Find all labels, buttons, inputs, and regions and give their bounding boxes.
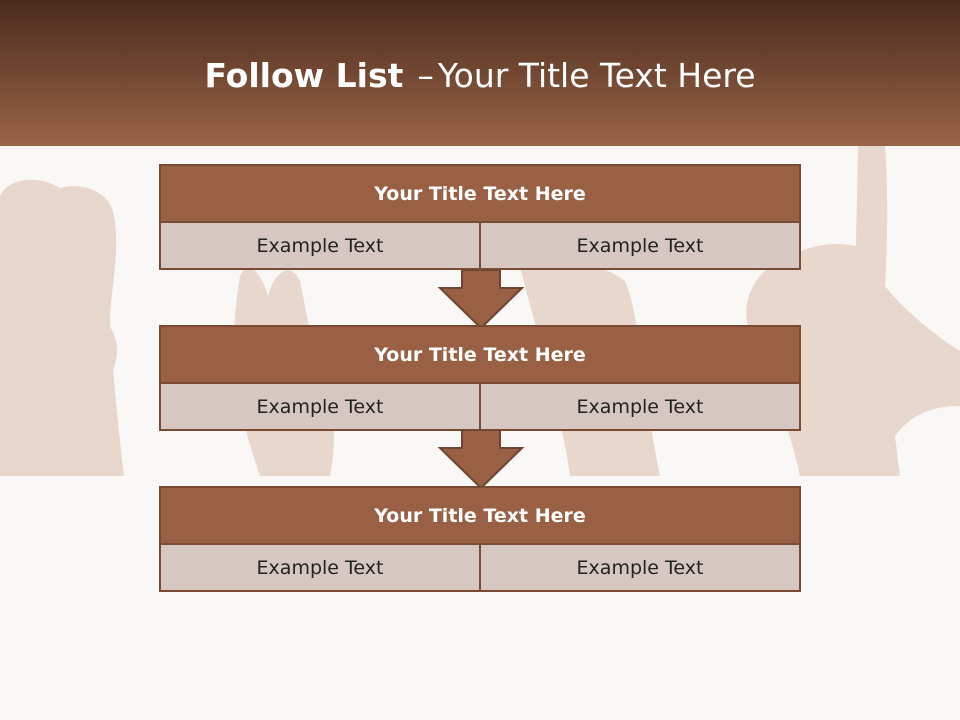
slide-title: Follow List–Your Title Text Here bbox=[0, 56, 960, 96]
title-separator: – bbox=[417, 56, 434, 95]
header-banner bbox=[0, 0, 960, 146]
block-title: Your Title Text Here bbox=[161, 488, 799, 543]
block-title: Your Title Text Here bbox=[161, 166, 799, 221]
title-bold: Follow List bbox=[204, 56, 404, 95]
block-cell-right: Example Text bbox=[481, 384, 799, 429]
block-cell-left: Example Text bbox=[161, 223, 479, 268]
block-title: Your Title Text Here bbox=[161, 327, 799, 382]
block-cell-right: Example Text bbox=[481, 223, 799, 268]
list-block-1: Your Title Text Here Example Text Exampl… bbox=[159, 164, 801, 270]
list-block-3: Your Title Text Here Example Text Exampl… bbox=[159, 486, 801, 592]
block-cell-left: Example Text bbox=[161, 384, 479, 429]
down-arrow-icon bbox=[437, 270, 525, 330]
down-arrow-icon bbox=[437, 430, 525, 490]
list-block-2: Your Title Text Here Example Text Exampl… bbox=[159, 325, 801, 431]
block-cell-left: Example Text bbox=[161, 545, 479, 590]
title-rest: Your Title Text Here bbox=[437, 56, 756, 95]
block-cell-right: Example Text bbox=[481, 545, 799, 590]
